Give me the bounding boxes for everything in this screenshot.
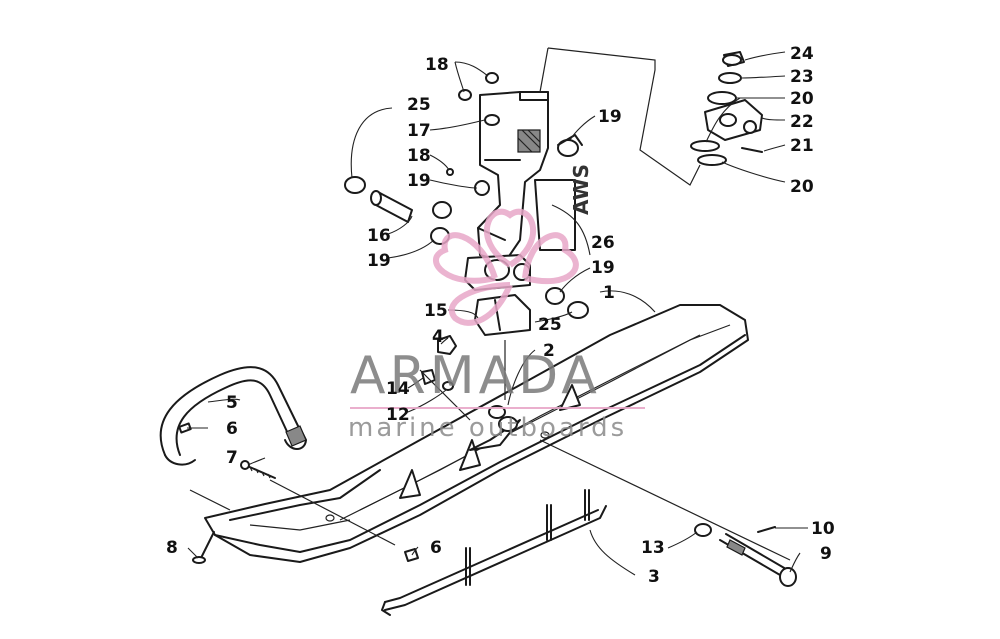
callout-18-left: 19 (407, 171, 431, 191)
callout-11-lower: 13 (641, 538, 665, 558)
callout-12: 14 (386, 379, 410, 399)
callout-24: 24 (790, 44, 814, 64)
callout-13: 15 (424, 301, 448, 321)
callout-15: 17 (407, 121, 431, 141)
callout-1: 1 (603, 283, 615, 303)
watermark-logo-icon (433, 208, 579, 326)
callout-22: 22 (790, 112, 814, 132)
callout-20-lower: 20 (790, 177, 814, 197)
wear-bar (381, 489, 607, 616)
ski-body (204, 304, 749, 563)
spindle: AWS (477, 91, 593, 263)
aws-stamp: AWS (569, 164, 593, 215)
callout-14: 16 (367, 226, 391, 246)
callout-8: 8 (166, 538, 178, 558)
callout-11-upper: 12 (386, 405, 410, 425)
callout-23: 23 (790, 67, 814, 87)
callout-6-upper: 6 (226, 419, 238, 439)
callout-10: 10 (811, 519, 835, 539)
hardware (192, 335, 797, 587)
bushings (344, 72, 589, 319)
callout-19-right: 19 (591, 258, 615, 278)
callout-25-upper: 25 (407, 95, 431, 115)
watermark-brand: ARMADA (350, 346, 601, 406)
callout-5: 5 (226, 393, 238, 413)
callout-25-lower: 25 (538, 315, 562, 335)
callout-20-upper: 20 (790, 89, 814, 109)
callout-19-left: 19 (367, 251, 391, 271)
ski-handle-loop (159, 366, 307, 466)
callout-18-right: 19 (598, 107, 622, 127)
watermark: ARMADA marine outboards (348, 208, 645, 443)
callout-7: 7 (226, 448, 238, 468)
callout-21: 21 (790, 136, 814, 156)
callouts: 18 25 17 18 19 19 16 19 26 19 1 15 25 4 … (166, 44, 835, 587)
callout-17: 18 (407, 146, 431, 166)
callout-26: 26 (591, 233, 615, 253)
callout-9: 9 (820, 544, 832, 564)
assembly-lines (189, 47, 791, 561)
leader-lines (187, 51, 808, 576)
callout-16: 18 (425, 55, 449, 75)
callout-3: 3 (648, 567, 660, 587)
top-clamp-assembly (690, 51, 763, 166)
watermark-tagline: marine outboards (348, 413, 627, 443)
callout-4: 4 (432, 327, 444, 347)
callout-2: 2 (543, 341, 555, 361)
callout-6-lower: 6 (430, 538, 442, 558)
